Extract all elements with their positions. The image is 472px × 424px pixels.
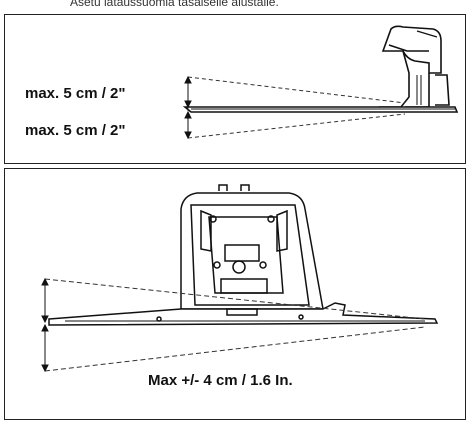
front-view-panel: Max +/- 4 cm / 1.6 In. (4, 168, 466, 420)
charging-station-front-illustration (48, 184, 439, 326)
front-view-drawing (41, 184, 439, 373)
dimension-arrows (184, 75, 192, 140)
caption-text: Asetu lataussuomia tasaiselle alustalle. (70, 0, 279, 9)
lower-tolerance-label: max. 5 cm / 2" (25, 122, 126, 139)
dimension-arrows (41, 277, 49, 373)
side-view-drawing (182, 25, 459, 140)
upper-tolerance-label: max. 5 cm / 2" (25, 85, 126, 102)
level-tolerance-label: Max +/- 4 cm / 1.6 In. (148, 372, 293, 389)
side-view-panel: max. 5 cm / 2" max. 5 cm / 2" (4, 14, 466, 164)
charging-station-side-illustration (182, 25, 459, 113)
